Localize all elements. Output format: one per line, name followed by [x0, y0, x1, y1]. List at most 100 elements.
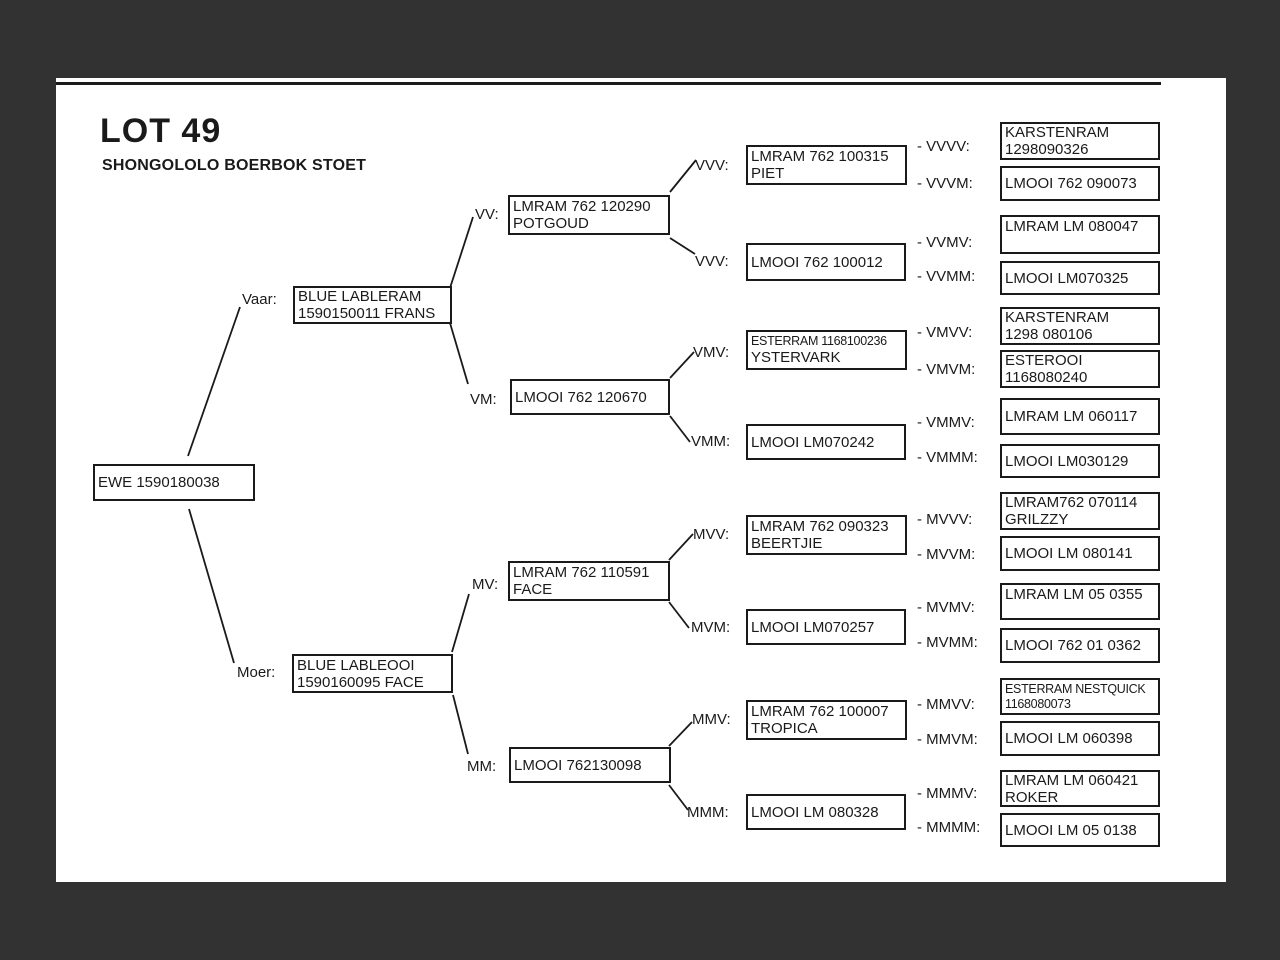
node-label-vvmv: - VVMV:	[917, 234, 973, 251]
node-text: 1298090326	[1005, 141, 1089, 158]
node-text: LMRAM LM 080047	[1005, 218, 1139, 235]
node-label-vvv2: VVV:	[695, 253, 729, 270]
node-label-mvv: MVV:	[693, 526, 730, 543]
node-text: 1590150011 FRANS	[298, 305, 436, 322]
node-label-mvm: MVM:	[691, 619, 731, 636]
node-label-mmv: MMV:	[692, 711, 731, 728]
node-text: LMOOI LM 080328	[751, 803, 879, 821]
node-text: LMOOI LM 05 0138	[1005, 821, 1137, 839]
node-box-vaar: BLUE LABLERAM 1590150011 FRANS	[293, 286, 452, 324]
node-text: LMRAM 762 100007	[751, 703, 889, 720]
node-box-moer: BLUE LABLEOOI 1590160095 FACE	[292, 654, 453, 693]
node-text: LMOOI LM070242	[751, 433, 875, 451]
node-text: LMRAM LM 060117	[1005, 408, 1138, 425]
node-text: LMRAM 762 090323	[751, 518, 889, 535]
node-text: LMOOI 762130098	[514, 756, 642, 774]
node-label-mvmm: - MVMM:	[917, 634, 978, 651]
lot-title: LOT 49	[100, 112, 222, 150]
node-box-mvmv: LMRAM LM 05 0355	[1000, 583, 1160, 620]
pedigree-page: LOT 49 SHONGOLOLO BOERBOK STOET EWE 1590…	[56, 78, 1226, 882]
node-box-vvv2: LMOOI 762 100012	[746, 243, 906, 281]
node-text: POTGOUD	[513, 215, 589, 232]
node-label-vvvv: - VVVV:	[917, 138, 970, 155]
node-text: 1168080240	[1005, 369, 1088, 386]
node-label-vv: VV:	[475, 206, 499, 223]
node-label-vmmv: - VMMV:	[917, 414, 975, 431]
node-box-vmvm: ESTEROOI 1168080240	[1000, 350, 1160, 388]
node-text: KARSTENRAM	[1005, 309, 1110, 326]
node-label-mmvv: - MMVV:	[917, 696, 975, 713]
node-box-vvv1: LMRAM 762 100315 PIET	[746, 145, 907, 185]
node-box-vv: LMRAM 762 120290 POTGOUD	[508, 195, 670, 235]
node-label-mmvm: - MMVM:	[917, 731, 978, 748]
node-box-vmmv: LMRAM LM 060117	[1000, 398, 1160, 435]
node-text: 1590160095 FACE	[297, 673, 424, 691]
node-text: YSTERVARK	[751, 349, 841, 366]
node-text: LMOOI 762 090073	[1005, 175, 1137, 192]
node-text: LMRAM LM 05 0355	[1005, 586, 1143, 603]
node-text: LMRAM 762 100315	[751, 148, 889, 165]
node-box-mvm: LMOOI LM070257	[746, 609, 906, 645]
node-box-mvv: LMRAM 762 090323 BEERTJIE	[746, 515, 907, 555]
node-label-mmmv: - MMMV:	[917, 785, 978, 802]
node-box-ewe: EWE 1590180038	[93, 464, 255, 501]
node-box-vm: LMOOI 762 120670	[510, 379, 670, 415]
node-box-mmvm: LMOOI LM 060398	[1000, 721, 1160, 756]
node-label-mm: MM:	[467, 758, 497, 775]
node-text: BLUE LABLEOOI	[297, 656, 415, 674]
node-text: LMOOI 762 01 0362	[1005, 637, 1141, 654]
node-text: ESTEROOI	[1005, 352, 1083, 369]
node-text: GRILZZY	[1005, 511, 1069, 528]
node-label-vvmm: - VVMM:	[917, 268, 976, 285]
node-text: KARSTENRAM	[1005, 124, 1110, 141]
node-text: 1298 080106	[1005, 326, 1093, 343]
node-text: ROKER	[1005, 788, 1059, 806]
node-label-vmvm: - VMVM:	[917, 361, 976, 378]
top-rule	[56, 82, 1161, 85]
node-text: EWE 1590180038	[98, 474, 220, 491]
node-box-vmmm: LMOOI LM030129	[1000, 444, 1160, 478]
node-box-vmm: LMOOI LM070242	[746, 424, 906, 460]
node-label-mmm: MMM:	[687, 804, 729, 821]
node-text: LMOOI LM070257	[751, 618, 875, 636]
stud-name: SHONGOLOLO BOERBOK STOET	[102, 157, 367, 174]
node-label-vvvm: - VVVM:	[917, 175, 973, 192]
node-text: PIET	[751, 165, 785, 182]
node-label-mvmv: - MVMV:	[917, 599, 975, 616]
node-box-mmmm: LMOOI LM 05 0138	[1000, 813, 1160, 847]
node-text: LMOOI LM070325	[1005, 269, 1129, 287]
node-text: BLUE LABLERAM	[298, 288, 422, 305]
node-box-vmvv: KARSTENRAM 1298 080106	[1000, 307, 1160, 345]
node-text: LMRAM LM 060421	[1005, 771, 1139, 789]
node-label-vm: VM:	[470, 391, 497, 408]
node-text: LMOOI LM 060398	[1005, 730, 1133, 747]
node-text: LMOOI LM 080141	[1005, 545, 1133, 562]
node-label-mvvv: - MVVV:	[917, 511, 973, 528]
node-box-vvmv: LMRAM LM 080047	[1000, 215, 1160, 254]
node-text: LMOOI 762 100012	[751, 253, 883, 271]
node-box-mvvv: LMRAM762 070114 GRILZZY	[1000, 492, 1160, 530]
node-label-vmvv: - VMVV:	[917, 324, 973, 341]
node-text: LMRAM 762 120290	[513, 198, 651, 215]
node-label-vmm: VMM:	[691, 433, 731, 450]
node-box-vmv: ESTERRAM 1168100236 YSTERVARK	[746, 330, 907, 370]
node-text: LMRAM 762 110591	[513, 564, 650, 581]
node-label-vmmm: - VMMM:	[917, 449, 978, 466]
pedigree-connector-lines	[187, 159, 697, 811]
node-text: ESTERRAM NESTQUICK	[1005, 681, 1146, 696]
node-box-vvvv: KARSTENRAM 1298090326	[1000, 122, 1160, 160]
node-text: 1168080073	[1005, 696, 1071, 711]
node-box-mm: LMOOI 762130098	[509, 747, 671, 783]
node-text: FACE	[513, 581, 553, 598]
node-text: BEERTJIE	[751, 535, 823, 552]
node-label-mmmm: - MMMM:	[917, 819, 981, 836]
node-label-mvvm: - MVVM:	[917, 546, 976, 563]
node-text: LMRAM762 070114	[1005, 494, 1138, 511]
node-box-vvvm: LMOOI 762 090073	[1000, 166, 1160, 201]
node-box-mmv: LMRAM 762 100007 TROPICA	[746, 700, 907, 740]
node-box-mvmm: LMOOI 762 01 0362	[1000, 628, 1160, 663]
node-label-moer: Moer:	[237, 664, 276, 681]
node-box-mv: LMRAM 762 110591 FACE	[508, 561, 670, 601]
node-box-mmvv: ESTERRAM NESTQUICK 1168080073	[1000, 678, 1160, 715]
